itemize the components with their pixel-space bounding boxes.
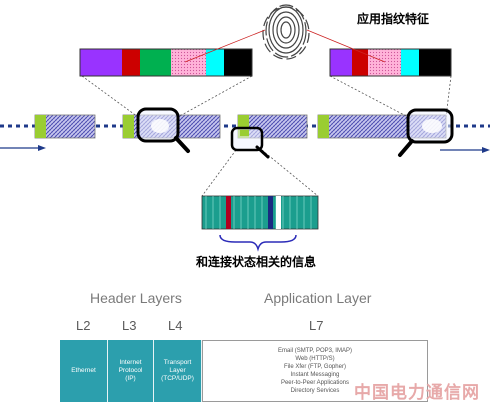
cell-line: Transport xyxy=(163,359,192,366)
cell-transport: Transport Layer (TCP/UDP) xyxy=(154,340,202,402)
fingerprint-label: 应用指纹特征 xyxy=(357,12,430,26)
fingerprint-pointers xyxy=(184,29,386,63)
watermark: 中国电力通信网 xyxy=(354,383,480,403)
application-layer-title: Application Layer xyxy=(264,290,372,306)
cell-line: Layer xyxy=(169,367,186,374)
cell-line: Protocol xyxy=(118,367,143,374)
payload-bar-right xyxy=(329,48,452,77)
cell-ethernet: Ethernet xyxy=(60,340,108,402)
session-state-strip xyxy=(201,195,319,230)
cell-line: Instant Messaging xyxy=(290,372,340,378)
cell-line: File Xfer (FTP, Gopher) xyxy=(284,364,346,370)
cell-line: Ethernet xyxy=(71,367,96,374)
cell-application: Email (SMTP, POP3, IMAP) Web (HTTP/S) Fi… xyxy=(202,340,428,402)
magnifier-icon xyxy=(136,107,190,153)
zoom-lines xyxy=(81,75,452,197)
brace xyxy=(219,234,297,252)
cell-line: Directory Services xyxy=(290,388,340,394)
fingerprint-icon xyxy=(262,4,310,60)
payload-bar-left xyxy=(79,48,253,77)
cell-line: Email (SMTP, POP3, IMAP) xyxy=(278,348,352,354)
cell-line: (TCP/UDP) xyxy=(161,375,194,382)
magnifier-icon xyxy=(398,108,454,157)
layer-label-l2: L2 xyxy=(76,318,91,333)
header-layers-title: Header Layers xyxy=(90,290,182,306)
magnifier-small-icon xyxy=(230,126,270,159)
cell-line: Internet xyxy=(119,359,142,366)
packet-1 xyxy=(34,114,96,139)
layer-label-l3: L3 xyxy=(122,318,137,333)
session-label: 和连接状态相关的信息 xyxy=(196,255,317,269)
layer-label-l4: L4 xyxy=(168,318,183,333)
cell-ip: Internet Protocol (IP) xyxy=(108,340,154,402)
cell-line: Peer-to-Peer Applications xyxy=(280,380,350,386)
cell-line: (IP) xyxy=(125,375,136,382)
cell-line: Web (HTTP/S) xyxy=(295,356,335,362)
layer-label-l7: L7 xyxy=(309,318,324,333)
